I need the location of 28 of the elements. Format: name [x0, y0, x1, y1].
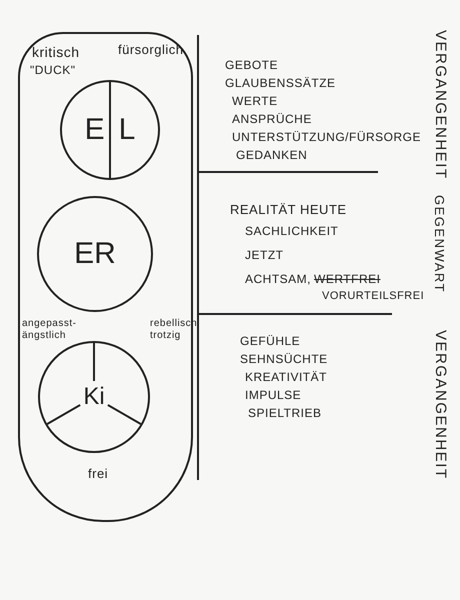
- ego-state-label: Ki: [83, 383, 105, 411]
- list-item: GLAUBENSSÄTZE: [225, 76, 336, 90]
- list-item: KREATIVITÄT: [245, 370, 327, 384]
- list-item: REALITÄT HEUTE: [230, 202, 347, 217]
- annotation: fürsorglich: [118, 42, 184, 57]
- annotation: kritisch: [32, 44, 80, 60]
- time-label: VERGANGENHEIT: [432, 330, 449, 480]
- list-item: SACHLICHKEIT: [245, 224, 338, 238]
- ego-state-label: ER: [74, 237, 116, 271]
- list-item: GEFÜHLE: [240, 334, 300, 348]
- time-label: VERGANGENHEIT: [432, 30, 449, 180]
- annotation: frei: [88, 466, 108, 481]
- struck-text: WERTFREI: [314, 272, 380, 286]
- list-item: GEDANKEN: [236, 148, 308, 162]
- list-item: UNTERSTÜTZUNG/FÜRSORGE: [232, 130, 421, 144]
- time-label: GEGENWART: [432, 195, 447, 294]
- list-item: IMPULSE: [245, 388, 302, 402]
- annotation: "DUCK": [30, 63, 76, 77]
- list-item: SPIELTRIEB: [248, 406, 322, 420]
- list-item: JETZT: [245, 248, 284, 262]
- ego-state-circle: [37, 196, 153, 312]
- list-item: SEHNSÜCHTE: [240, 352, 328, 366]
- list-item: ANSPRÜCHE: [232, 112, 312, 126]
- list-item: WERTE: [232, 94, 278, 108]
- list-item: GEBOTE: [225, 58, 278, 72]
- list-item: ACHTSAM,: [245, 272, 312, 286]
- ego-state-circle: [38, 341, 150, 453]
- list-item: VORURTEILSFREI: [322, 290, 424, 302]
